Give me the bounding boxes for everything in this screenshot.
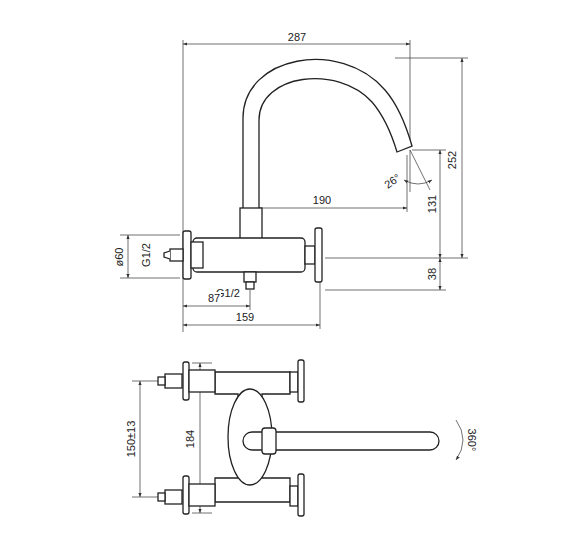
drawing-stroke bbox=[412, 150, 446, 151]
drawing-stroke bbox=[410, 40, 411, 145]
dimension-label: 184 bbox=[184, 429, 196, 449]
drawing-stroke bbox=[290, 372, 298, 392]
drawing-stroke bbox=[183, 44, 410, 45]
drawing-stroke bbox=[140, 381, 141, 497]
drawing-stroke bbox=[165, 374, 182, 388]
drawing-stroke bbox=[240, 208, 262, 240]
drawing-stroke bbox=[298, 360, 304, 402]
dimension-label: 287 bbox=[287, 31, 307, 43]
drawing-stroke bbox=[189, 484, 215, 506]
dimension-label: 360° bbox=[466, 428, 478, 453]
drawing-stroke bbox=[120, 278, 180, 279]
drawing-stroke bbox=[183, 325, 320, 326]
dimension-label: 131 bbox=[426, 194, 438, 214]
drawing-stroke bbox=[191, 242, 203, 268]
dimension-lines bbox=[120, 40, 468, 513]
drawing-stroke bbox=[192, 513, 212, 514]
drawing-stroke bbox=[440, 150, 441, 258]
drawing-stroke bbox=[407, 155, 408, 212]
drawing-stroke bbox=[120, 235, 180, 236]
drawing-stroke bbox=[298, 474, 304, 516]
drawing-stroke bbox=[158, 493, 165, 501]
drawing-stroke bbox=[158, 377, 165, 385]
drawing-stroke bbox=[440, 258, 441, 290]
dimension-label: G1/2 bbox=[140, 242, 152, 268]
drawing-stroke bbox=[165, 490, 182, 504]
drawing-stroke bbox=[183, 476, 189, 514]
drawing-stroke bbox=[410, 150, 411, 192]
drawing-stroke bbox=[192, 363, 212, 364]
drawing-stroke bbox=[183, 306, 250, 307]
drawing-stroke bbox=[395, 58, 468, 59]
drawing-stroke bbox=[462, 58, 463, 258]
drawing-stroke bbox=[250, 290, 251, 310]
drawing-stroke bbox=[183, 40, 184, 332]
drawing-stroke bbox=[189, 370, 215, 392]
drawing-stroke bbox=[456, 420, 463, 460]
drawing-stroke bbox=[243, 60, 412, 212]
dimension-label: 87 bbox=[207, 292, 221, 304]
drawing-stroke bbox=[290, 486, 298, 506]
faucet-side-view bbox=[164, 60, 412, 289]
drawing-stroke bbox=[183, 362, 189, 400]
drawing-stroke bbox=[255, 208, 407, 209]
drawing-stroke bbox=[404, 180, 432, 184]
drawing-stroke bbox=[315, 228, 322, 282]
drawing-stroke bbox=[244, 272, 256, 282]
dimension-label: 252 bbox=[446, 150, 458, 170]
faucet-plan-view bbox=[158, 360, 439, 516]
drawing-stroke bbox=[325, 290, 446, 291]
drawing-stroke bbox=[262, 428, 276, 454]
drawing-stroke bbox=[183, 231, 191, 279]
drawing-stroke bbox=[320, 282, 321, 329]
dimension-label: 26° bbox=[381, 171, 403, 192]
drawing-stroke bbox=[128, 235, 129, 278]
dimension-label: ø60 bbox=[113, 247, 125, 268]
drawing-stroke bbox=[193, 238, 305, 272]
drawing-stroke bbox=[246, 282, 254, 289]
drawing-stroke bbox=[305, 246, 315, 264]
drawing-stroke bbox=[325, 258, 468, 259]
dimension-label: 150±13 bbox=[125, 420, 137, 459]
drawing-stroke bbox=[164, 251, 170, 259]
dimension-label: 190 bbox=[312, 194, 332, 206]
drawing-stroke bbox=[170, 249, 183, 261]
dimension-label: 159 bbox=[235, 311, 255, 323]
dimension-label: 38 bbox=[426, 267, 438, 281]
